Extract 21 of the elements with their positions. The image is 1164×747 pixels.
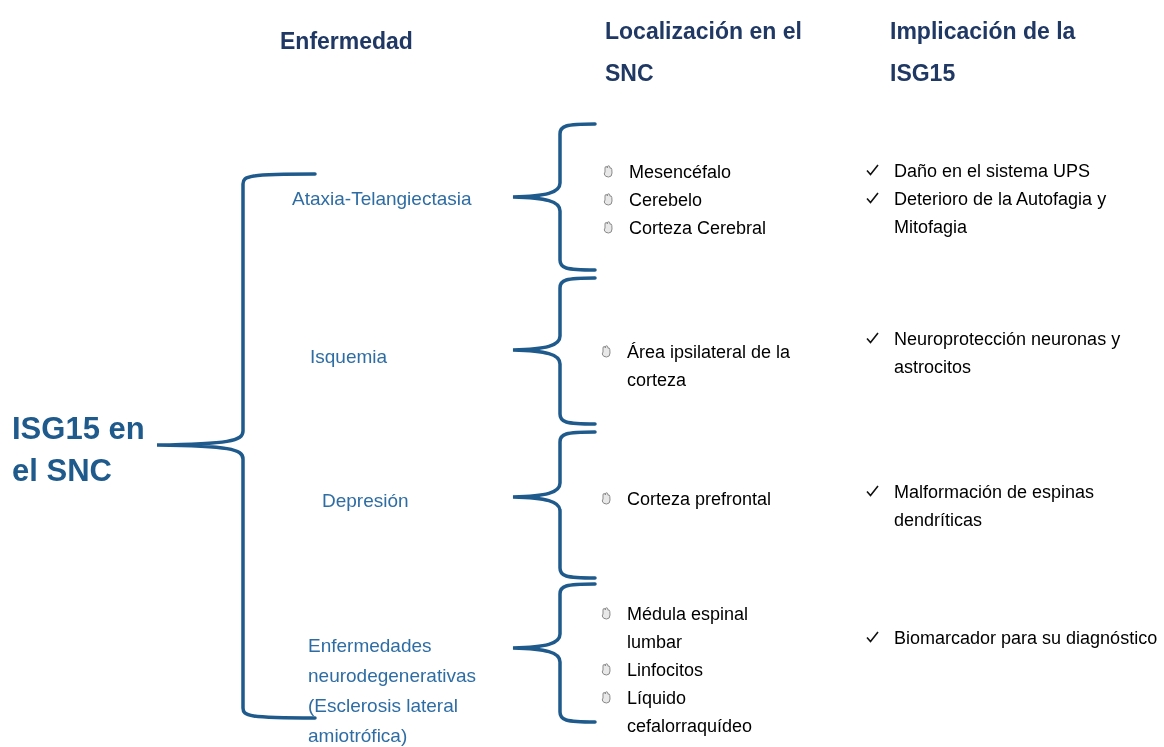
column-heading: Implicación de la ISG15: [890, 18, 1076, 86]
topic-label: ISG15 en el SNC: [12, 411, 145, 488]
list-item-text: Linfocitos: [627, 659, 704, 682]
disease-label: Depresión: [322, 490, 409, 511]
list-item-text: Biomarcador para su diagnóstico: [894, 627, 1158, 650]
list-item-text: Malformación de espinas dendríticas: [894, 481, 1096, 532]
disease-label: Enfermedades neurodegenerativas (Esclerosis lateral amiotrófica): [308, 635, 476, 746]
list-item-text: Corteza Cerebral: [629, 217, 767, 240]
disease-label: Ataxia-Telangiectasia: [292, 188, 472, 209]
list-item-text: Médula espinal lumbar: [627, 603, 750, 654]
list-item-text: Corteza prefrontal: [627, 488, 772, 511]
list-item-text: Neuroprotección neuronas y astrocitos: [894, 328, 1122, 379]
list-item-text: Líquido cefalorraquídeo: [627, 687, 754, 738]
list-item-text: Mesencéfalo: [629, 161, 732, 184]
list-item-text: Deterioro de la Autofagia y Mitofagia: [894, 188, 1108, 239]
column-heading: Localización en el SNC: [605, 18, 802, 86]
disease-label: Isquemia: [310, 346, 388, 367]
list-item-text: Daño en el sistema UPS: [894, 160, 1091, 183]
list-item-text: Cerebelo: [629, 189, 703, 212]
list-item-text: Área ipsilateral de la corteza: [627, 341, 792, 392]
column-heading: Enfermedad: [280, 28, 413, 54]
